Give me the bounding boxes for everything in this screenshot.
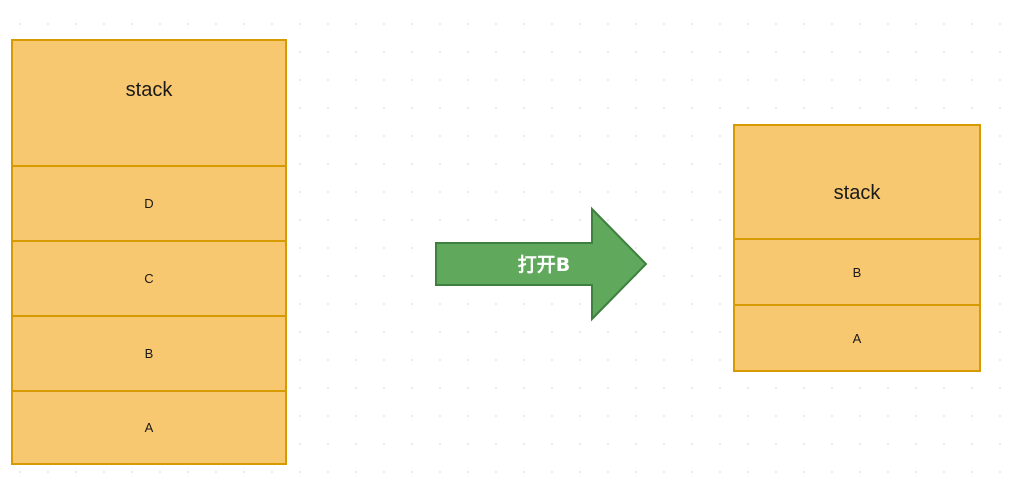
- left-stack-item-c-label: C: [144, 271, 154, 286]
- left-stack-item-b: B: [13, 315, 285, 390]
- right-stack: stack B A: [733, 124, 981, 372]
- left-stack-item-b-label: B: [144, 346, 154, 361]
- left-stack-item-c: C: [13, 240, 285, 315]
- left-stack-item-d-label: D: [144, 196, 154, 211]
- left-stack-header-label: stack: [125, 79, 173, 101]
- right-stack-item-a-label: A: [852, 330, 862, 346]
- left-stack-header: stack: [13, 41, 285, 165]
- left-stack-item-a-label: A: [144, 420, 154, 435]
- right-stack-header-label: stack: [833, 182, 881, 204]
- right-stack-item-a: A: [735, 304, 979, 370]
- right-stack-item-b-label: B: [852, 264, 862, 280]
- arrow-label: 打开B: [518, 253, 570, 276]
- left-stack: stack D C B A: [11, 39, 287, 465]
- arrow-shape: [435, 206, 648, 322]
- left-stack-item-d: D: [13, 165, 285, 240]
- transition-arrow: 打开B: [435, 206, 648, 322]
- right-stack-item-b: B: [735, 238, 979, 304]
- left-stack-item-a: A: [13, 390, 285, 463]
- right-stack-header: stack: [735, 126, 979, 238]
